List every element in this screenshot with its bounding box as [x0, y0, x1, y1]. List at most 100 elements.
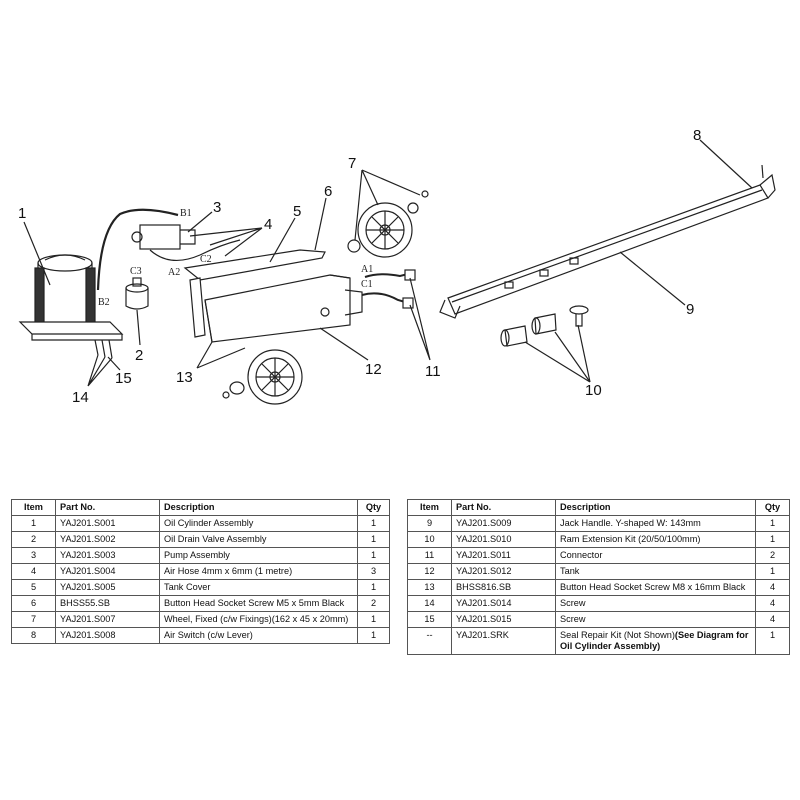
cell-qty: 1: [755, 627, 790, 655]
cell-description-text: Screw: [560, 614, 586, 624]
cell-description: Connector: [555, 547, 756, 564]
cell-qty: 1: [755, 515, 790, 532]
cell-part-no-text: YAJ201.SRK: [456, 630, 509, 640]
cell-description: Tank: [555, 563, 756, 580]
cell-description-text: Wheel, Fixed (c/w Fixings)(162 x 45 x 20…: [164, 614, 349, 624]
cell-description-text: Connector: [560, 550, 603, 560]
callout-3: 3: [213, 199, 221, 216]
cell-item: 13: [407, 579, 452, 596]
cell-item-text: 9: [426, 518, 433, 528]
table-row: 12 YAJ201.S012 Tank 1: [407, 563, 790, 580]
cell-qty: 3: [357, 563, 390, 580]
cell-description-text: Jack Handle. Y-shaped W: 143mm: [560, 518, 701, 528]
cell-part-no-text: YAJ201.S012: [456, 566, 512, 576]
cell-description: Air Hose 4mm x 6mm (1 metre): [159, 563, 358, 580]
cell-description-text: Seal Repair Kit (Not Shown): [560, 630, 675, 640]
cell-part-no: YAJ201.SRK: [451, 627, 556, 655]
lower-wheel-drawing: [222, 349, 303, 405]
cell-qty-text: 1: [769, 630, 776, 640]
jack-handle-drawing: [439, 164, 776, 319]
cell-qty-text: 1: [769, 566, 776, 576]
cell-description: Pump Assembly: [159, 547, 358, 564]
cell-description-text: Oil Drain Valve Assembly: [164, 534, 267, 544]
cell-qty-text: 1: [769, 534, 776, 544]
table-row: 3 YAJ201.S003 Pump Assembly 1: [11, 547, 390, 564]
cell-part-no: YAJ201.S012: [451, 563, 556, 580]
cell-description-text: Screw: [560, 598, 586, 608]
cell-item: 4: [11, 563, 56, 580]
cell-item: 8: [11, 627, 56, 644]
cell-part-no: YAJ201.S009: [451, 515, 556, 532]
cell-qty: 1: [357, 515, 390, 532]
cell-part-no-text: YAJ201.S003: [60, 550, 116, 560]
cell-qty: 4: [755, 595, 790, 612]
cell-item-text: 13: [424, 582, 435, 592]
cell-part-no: YAJ201.S005: [55, 579, 160, 596]
header-part-no: Part No.: [55, 499, 160, 516]
cell-item-text: 3: [30, 550, 37, 560]
cell-qty: 1: [357, 627, 390, 644]
hose-drawing: [96, 208, 179, 291]
cell-qty: 1: [357, 611, 390, 628]
cell-part-no-text: YAJ201.S002: [60, 534, 116, 544]
cell-part-no: YAJ201.S010: [451, 531, 556, 548]
header-qty: Qty: [357, 499, 390, 516]
cell-item-text: 6: [30, 598, 37, 608]
cell-qty: 1: [755, 531, 790, 548]
cell-part-no-text: YAJ201.S015: [456, 614, 512, 624]
cell-qty-text: 3: [370, 566, 377, 576]
table-row: 4 YAJ201.S004 Air Hose 4mm x 6mm (1 metre)…: [11, 563, 390, 580]
cell-description-text: Pump Assembly: [164, 550, 230, 560]
cell-part-no-text: YAJ201.S008: [60, 630, 116, 640]
cell-qty-text: 2: [370, 598, 377, 608]
callout-numbers: 1 2 3 4 5 6 7 8 9 10 11 12 13 14 15: [18, 127, 701, 406]
callout-12: 12: [365, 361, 382, 378]
cell-item: 12: [407, 563, 452, 580]
cell-item-text: 4: [30, 566, 37, 576]
cell-description: Jack Handle. Y-shaped W: 143mm: [555, 515, 756, 532]
cell-part-no-text: YAJ201.S010: [456, 534, 512, 544]
cell-description-text: Air Switch (c/w Lever): [164, 630, 253, 640]
header-qty: Qty: [755, 499, 790, 516]
cell-description-text: Tank: [560, 566, 580, 576]
cell-item: 14: [407, 595, 452, 612]
cell-item-text: --: [426, 630, 433, 640]
cell-qty: 4: [755, 611, 790, 628]
table-header-row: Item Part No. Description Qty: [407, 499, 790, 516]
ram-extension-drawing: [500, 305, 589, 347]
cell-item: 6: [11, 595, 56, 612]
cell-qty-text: 1: [370, 550, 377, 560]
drain-valve-drawing: [125, 277, 149, 310]
cell-part-no-text: YAJ201.S014: [456, 598, 512, 608]
cell-item-text: 11: [424, 550, 435, 560]
parts-rows-right: 9 YAJ201.S009 Jack Handle. Y-shaped W: 143…: [407, 515, 790, 655]
cell-part-no-text: YAJ201.S004: [60, 566, 116, 576]
cell-description-text: Air Hose 4mm x 6mm (1 metre): [164, 566, 293, 576]
cell-description-text: Button Head Socket Screw M5 x 5mm Black: [164, 598, 345, 608]
connector-label-b2: B2: [98, 297, 110, 308]
cell-qty-text: 4: [769, 614, 776, 624]
table-row: 8 YAJ201.S008 Air Switch (c/w Lever) 1: [11, 627, 390, 644]
cell-qty-text: 1: [370, 630, 377, 640]
cell-item-text: 5: [30, 582, 37, 592]
cell-qty: 2: [755, 547, 790, 564]
table-row: 11 YAJ201.S011 Connector 2: [407, 547, 790, 564]
callout-4: 4: [264, 216, 272, 233]
callout-6: 6: [324, 183, 332, 200]
cell-description-text: Tank Cover: [164, 582, 211, 592]
callout-7: 7: [348, 155, 356, 172]
table-row: 9 YAJ201.S009 Jack Handle. Y-shaped W: 143…: [407, 515, 790, 532]
diagram-svg: 1 2 3 4 5 6 7 8 9 10 11 12 13 14 15 B1 B…: [18, 127, 776, 406]
cell-description-text: Button Head Socket Screw M8 x 16mm Black: [560, 582, 746, 592]
cell-description: Tank Cover: [159, 579, 358, 596]
cell-part-no-text: BHSS816.SB: [456, 582, 512, 592]
leader-lines: [23, 139, 753, 387]
cell-part-no: YAJ201.S011: [451, 547, 556, 564]
cell-item-text: 15: [424, 614, 435, 624]
header-item: Item: [11, 499, 56, 516]
oil-cylinder-drawing: [18, 254, 124, 359]
